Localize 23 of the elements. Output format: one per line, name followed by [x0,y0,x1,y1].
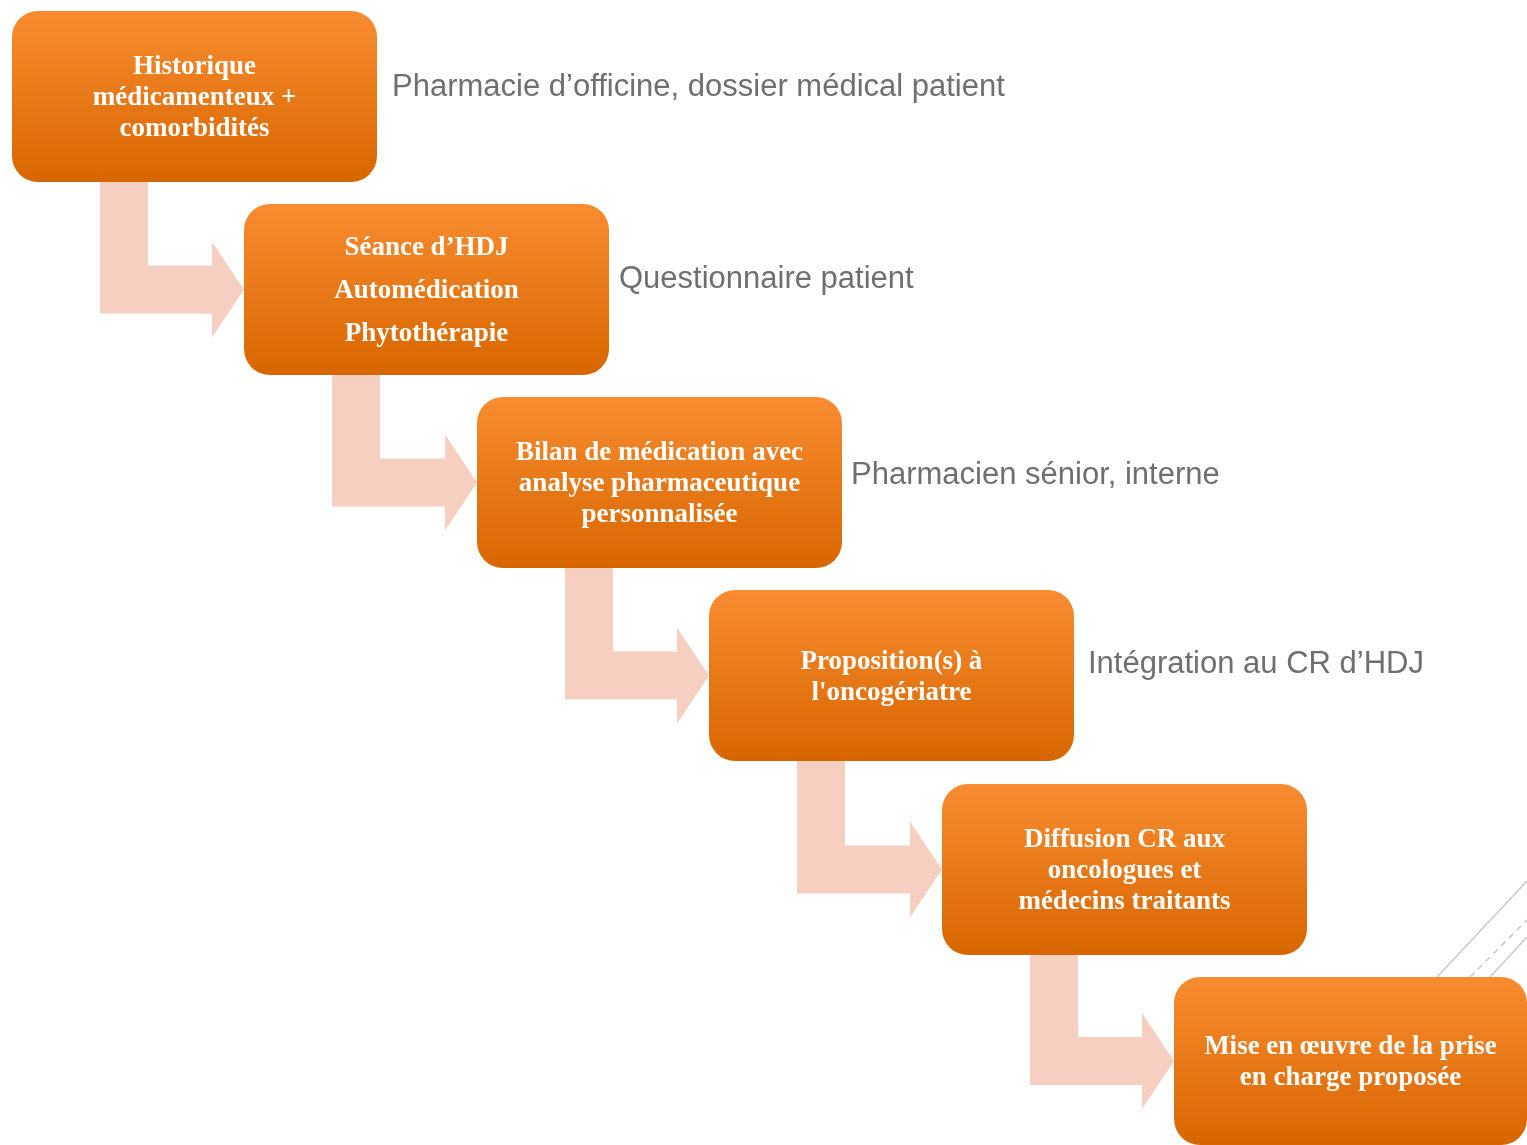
step-note: Intégration au CR d’HDJ [1088,645,1424,681]
step-text: Historique médicamenteux + comorbidités [91,50,298,143]
step-note: Pharmacien sénior, interne [851,456,1220,492]
bent-arrow [797,761,942,918]
process-box [1174,977,1527,1145]
step-text: Diffusion CR aux oncologues et médecins traitants [1017,823,1232,916]
bent-arrow [100,182,244,338]
step-text: Mise en œuvre de la prise en charge proposée [1203,1030,1498,1092]
step-text: Automédication [334,274,519,305]
process-box [942,784,1307,955]
step-note: Questionnaire patient [619,260,914,296]
step-text: Proposition(s) à l'oncogériatre [799,644,984,707]
step-text: Bilan de médication avec analyse pharmaceutique personnalisée [514,436,805,529]
bent-arrow [1030,955,1174,1109]
process-box [12,11,377,182]
step-note: Pharmacie d’officine, dossier médical patient [392,68,1005,104]
step-text: Séance d’HDJ [344,231,509,262]
process-box [709,590,1074,761]
process-box [244,204,609,375]
process-box [477,397,842,568]
step-text: Phytothérapie [344,317,509,348]
bent-arrow [565,568,709,724]
bent-arrow [332,375,477,531]
